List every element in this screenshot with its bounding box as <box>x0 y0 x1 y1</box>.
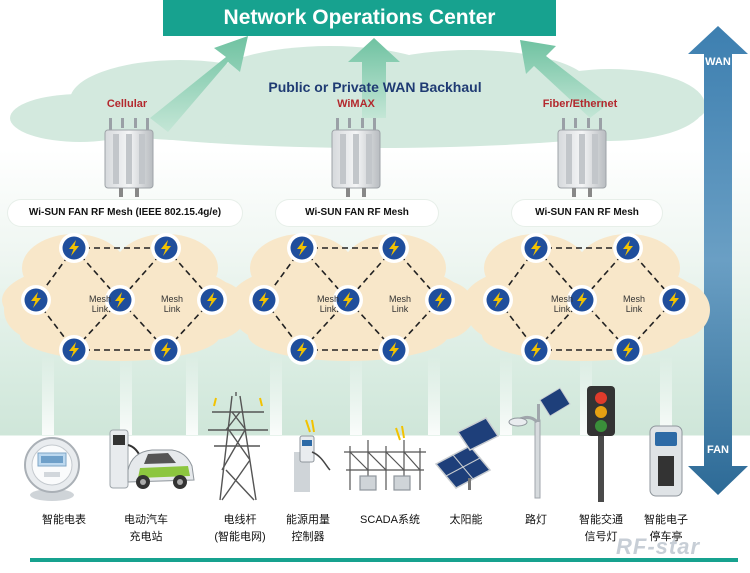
device-label: 能源用量控制器 <box>286 514 330 543</box>
cellular-label: Cellular <box>106 98 148 110</box>
fan-axis-label: FAN <box>707 444 729 456</box>
device-label: 智能电子停车亭 <box>644 514 688 543</box>
wimax-label: WiMAX <box>337 98 375 110</box>
device-label: 电动汽车充电站 <box>124 514 168 543</box>
mesh-node-icon <box>151 233 181 263</box>
mesh-node-icon <box>483 285 513 315</box>
rf-star-logo: RF-star <box>616 534 701 559</box>
device-label: SCADA系统 <box>360 514 420 526</box>
wan-backhaul-title: Public or Private WAN Backhaul <box>268 79 482 95</box>
mesh-node-icon <box>379 233 409 263</box>
wan-fan-axis <box>688 26 748 495</box>
street-light-icon <box>508 387 571 499</box>
mesh-node-icon <box>197 285 227 315</box>
uplink-arrows <box>150 36 608 132</box>
device-label: 智能交通信号灯 <box>579 514 623 543</box>
mesh-node-icon <box>59 335 89 365</box>
mesh-label-1: Wi-SUN FAN RF Mesh (IEEE 802.15.4g/e) <box>8 200 242 226</box>
mesh-label-3: Wi-SUN FAN RF Mesh <box>512 200 662 226</box>
mesh-node-icon <box>21 285 51 315</box>
power-pylon-icon <box>208 392 268 501</box>
wan-cloud <box>10 46 705 148</box>
scada-substation-icon <box>344 425 426 491</box>
parking-kiosk-icon <box>649 425 683 497</box>
mesh-node-icon <box>151 335 181 365</box>
footer-divider <box>30 558 738 562</box>
mesh-node-icon <box>521 233 551 263</box>
energy-controller-icon <box>294 419 331 492</box>
devices <box>24 386 683 502</box>
mesh-node-icon <box>287 335 317 365</box>
wan-axis-label: WAN <box>705 56 731 68</box>
mesh-node-icon <box>249 285 279 315</box>
device-label: 路灯 <box>525 514 547 526</box>
mesh-poles <box>42 355 672 435</box>
mesh-node-icon <box>59 233 89 263</box>
mesh-node-icon <box>613 233 643 263</box>
device-label: 太阳能 <box>449 514 483 526</box>
traffic-light-icon <box>587 386 615 502</box>
mesh-node-icon <box>613 335 643 365</box>
mesh-node-icon <box>521 335 551 365</box>
smart-meter-icon <box>24 437 80 501</box>
mesh-label-2: Wi-SUN FAN RF Mesh <box>276 200 438 226</box>
ev-charger-icon <box>109 429 195 489</box>
device-label: 电线杆(智能电网) <box>214 514 266 543</box>
mesh-node-icon <box>425 285 455 315</box>
mesh-node-icon <box>379 335 409 365</box>
solar-panel-icon <box>434 417 500 490</box>
mesh-node-icon <box>659 285 689 315</box>
fiber-ethernet-label: Fiber/Ethernet <box>542 98 618 110</box>
network-operations-center: Network Operations Center <box>163 0 556 36</box>
mesh-node-icon <box>287 233 317 263</box>
device-label: 智能电表 <box>42 514 86 526</box>
